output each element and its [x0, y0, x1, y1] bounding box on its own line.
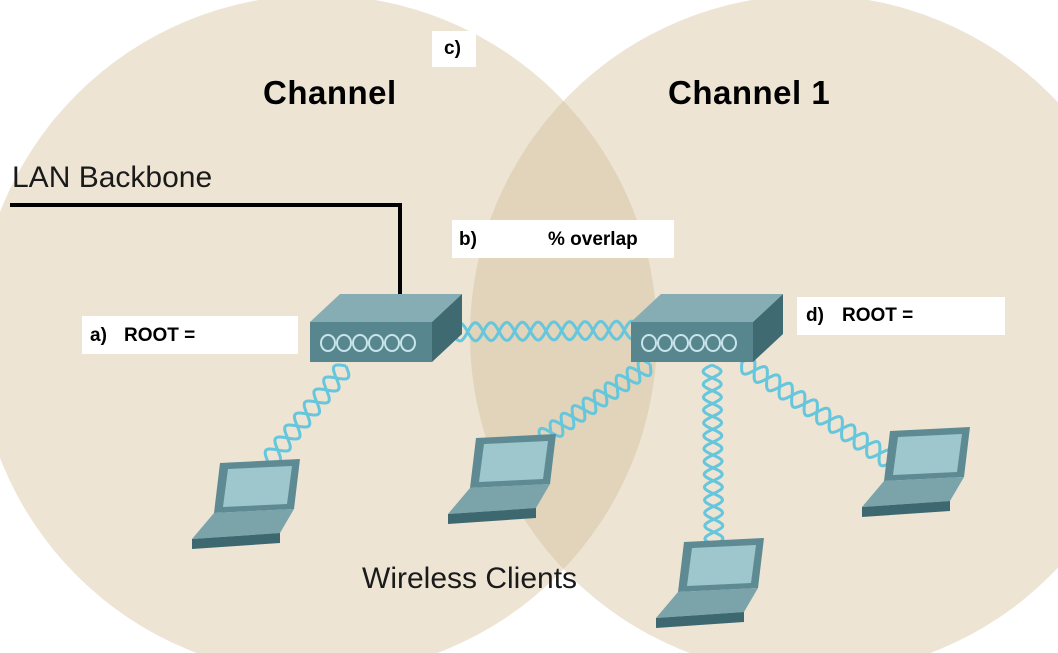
callout-b-text: % overlap [548, 229, 638, 250]
channel-right-label: Channel 1 [668, 74, 831, 111]
wireless-link-icon [263, 365, 351, 463]
wireless-link-icon [537, 363, 653, 441]
laptop-icon [862, 427, 970, 517]
callout-a-box [82, 316, 298, 354]
lan-backbone-label: LAN Backbone [12, 161, 213, 194]
wireless-clients-label: Wireless Clients [362, 562, 578, 595]
wireless-link-icon [741, 356, 893, 468]
laptop-icon [448, 434, 556, 524]
callout-a-text: ROOT = [124, 325, 196, 346]
wireless-link-icon [701, 363, 725, 547]
wireless-link-icon [450, 319, 642, 343]
laptop-icon [656, 538, 764, 628]
callout-c-box [432, 31, 476, 67]
callout-a-letter: a) [90, 325, 107, 346]
callout-d-box [797, 297, 1005, 335]
access-point-right-icon [631, 294, 783, 362]
callout-d-text: ROOT = [842, 305, 914, 326]
laptop-icon [192, 459, 300, 549]
access-point-left-icon [310, 294, 462, 362]
callout-b-letter: b) [459, 229, 477, 250]
channel-left-label: Channel [263, 74, 397, 111]
callout-b-box [452, 220, 674, 258]
callout-d-letter: d) [806, 305, 824, 326]
wireless-links [263, 319, 894, 547]
lan-backbone-line [10, 203, 402, 298]
callout-c-letter: c) [444, 38, 461, 59]
